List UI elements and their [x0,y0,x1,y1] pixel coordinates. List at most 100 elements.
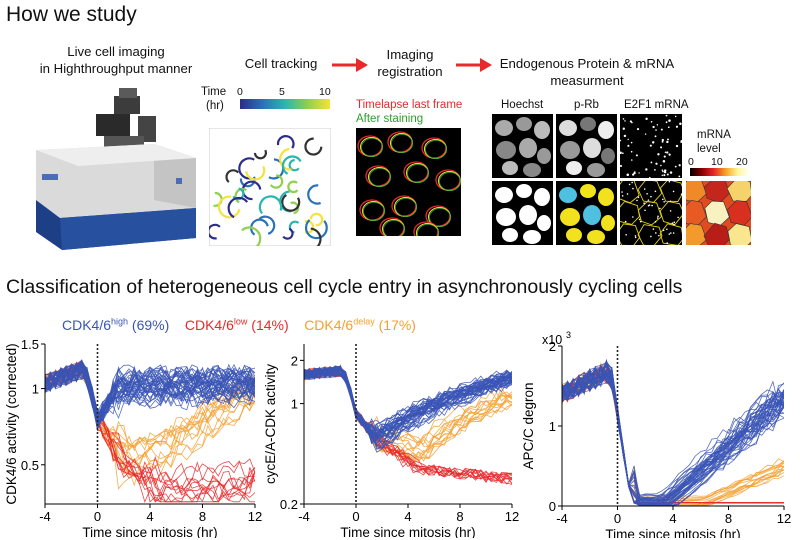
mrna-spot [620,164,623,168]
cell-boundary [620,200,640,225]
nucleus-mask [519,205,537,225]
series-line-high [304,366,512,439]
time-tick-0: 0 [237,86,243,98]
cell-track [269,174,284,189]
step-measurement-label: Endogenous Protein & mRNA measurment [497,55,677,89]
step-live-imaging-label: Live cell imaging in Highthroughput mann… [26,43,206,77]
series-line-high [562,369,784,504]
nucleus [537,148,551,164]
mrna-spot [668,233,671,235]
cell-track [305,219,328,240]
nucleus [598,121,614,139]
series-line-high [45,364,255,431]
mrna-spot [659,207,661,210]
mrna-spot [671,222,674,224]
mrna-spot [667,138,669,141]
mrna-spot [662,229,665,232]
x-tick-label: 0 [94,509,101,524]
series-line-high [562,368,784,504]
cell-heat-region [727,223,751,245]
cell-track [287,180,299,194]
series-line-high [304,367,512,436]
mrna-spot [669,210,672,212]
y-tick-label: 1 [32,382,39,397]
mrna-spot [668,181,671,183]
mrna-spot [646,192,648,195]
mrna-spot [620,151,622,154]
nucleus-class [583,205,601,225]
mrna-spot [652,125,655,129]
time-label: Time [201,86,227,98]
cell-boundary [637,181,663,203]
cell-track [227,196,249,219]
mrna-spot [667,126,670,129]
mrna-spot [673,221,676,224]
mrna-spot [621,191,623,193]
step-registration-label: Imaging registration [370,46,450,80]
plot-area [562,358,784,506]
mrna-colorbar [690,168,750,176]
cell-boundary [659,181,682,202]
mrna-spot [677,216,679,219]
mrna-spot [678,164,681,167]
series-line-high [304,366,512,439]
mrna-spot [673,223,675,226]
mrna-spot [625,233,627,236]
mrna-spot [624,220,627,223]
time-colorbar [240,99,330,109]
mrna-spot [660,146,663,149]
y-axis-label: cycE/A-CDK activity [263,364,278,484]
cell-track [288,159,300,172]
nucleus-class [587,230,605,244]
mrna-spot [647,199,650,201]
nucleus-mask [495,187,513,203]
mrna-spot [669,200,672,203]
mrna-spot [629,120,632,123]
step-cell-tracking-label: Cell tracking [244,56,318,71]
prb-segmentation-panel [556,181,617,245]
step-registration-line2: registration [377,64,443,79]
cell-boundary [659,223,682,245]
mrna-spot [656,217,659,219]
mrna-spot [635,154,638,157]
x-tick-label: 4 [669,511,676,526]
mrna-spot [623,134,627,138]
logo-badge [42,174,58,180]
mrna-spot [669,171,673,174]
cell-outline-green [361,138,383,157]
legend-last-frame: Timelapse last frame [356,99,463,111]
cell-heat-region [703,222,730,245]
nucleus [523,163,541,177]
plot-area [45,358,255,503]
x-axis-label: Time since mitosis (hr) [340,525,475,538]
mrna-spot [643,188,646,190]
cell-track [245,165,266,181]
x-tick-label: 12 [505,509,519,524]
mrna-spot [668,119,671,122]
cell-track [309,212,324,227]
step-registration-line1: Imaging [386,47,434,62]
y-axis-label: CDK4/6 activity (corrected) [4,343,19,504]
y-tick-label: 1.5 [21,337,39,352]
mrna-spot [622,118,625,120]
mrna-spot [664,151,667,154]
mrna-spot [652,141,655,144]
mrna-spot [679,122,682,126]
mrna-spot [666,173,669,176]
series-line-high [45,363,255,423]
cell-outline-green [383,220,405,236]
channel-label-e2f1: E2F1 mRNA [624,99,689,111]
mrna-spot [661,174,663,177]
series-line-high [562,365,784,506]
step-live-imaging-line2: in Highthroughput manner [39,61,193,76]
mrna-spot [658,234,660,237]
e2f1-raw-panel [620,114,682,178]
mrna-spot [660,164,662,167]
nucleus [583,138,601,158]
legend-delay: CDK4/6delay (17%) [304,316,416,333]
nucleus-mask [516,184,532,198]
nucleus [519,138,537,158]
